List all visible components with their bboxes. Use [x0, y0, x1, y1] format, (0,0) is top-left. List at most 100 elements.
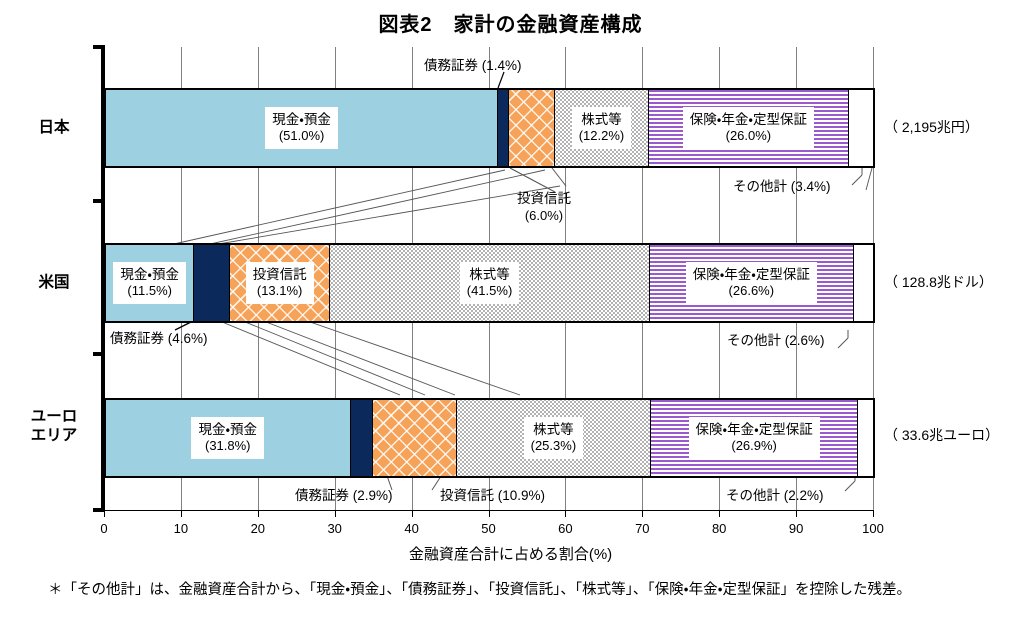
y-axis-tick: [93, 352, 105, 356]
segment-label: 現金・預金 (51.0%): [265, 107, 338, 149]
x-axis-tick: [334, 510, 336, 517]
segment-pct: (26.6%): [728, 283, 775, 299]
segment-pct: (12.2%): [578, 128, 625, 144]
x-tick-label: 0: [100, 521, 108, 536]
x-axis-tick: [411, 510, 413, 517]
segment-insurance-us: 保険・年金・定型保証 (26.6%): [649, 245, 855, 321]
callout-pct: (6.0%): [524, 207, 564, 223]
segment-label: 株式等 (25.3%): [523, 417, 584, 459]
callout-other-japan: その他計 (3.4%): [733, 179, 831, 194]
y-axis-tick: [93, 45, 105, 49]
segment-debt-japan: [498, 90, 509, 166]
y-axis-tick: [93, 508, 105, 512]
callout-fund-euro: 投資信託 (10.9%): [440, 488, 546, 503]
segment-equity-euro: 株式等 (25.3%): [456, 400, 652, 476]
x-tick-label: 20: [250, 521, 266, 536]
segment-pct: (11.5%): [127, 283, 172, 299]
segment-fund-us: 投資信託 (13.1%): [229, 245, 331, 321]
segment-pct: (25.3%): [530, 438, 577, 454]
x-axis-tick: [719, 510, 721, 517]
x-tick-label: 70: [635, 521, 650, 536]
page-title: 図表2 家計の金融資産構成: [378, 14, 643, 36]
category-label-euro: ユーロ エリア: [8, 407, 100, 446]
segment-pct: (26.9%): [731, 438, 777, 454]
x-tick-label: 30: [327, 521, 342, 536]
category-label-japan: 日本: [8, 118, 100, 137]
category-label-line1: 米国: [38, 274, 70, 291]
x-tick-label: 50: [481, 521, 496, 536]
total-label-euro: （ 33.6兆ユーロ）: [884, 427, 1000, 443]
segment-cash-japan: 現金・預金 (51.0%): [106, 90, 499, 166]
x-tick-label: 60: [558, 521, 573, 536]
segment-name: 投資信託: [252, 267, 307, 283]
segment-name: 現金・預金: [198, 422, 258, 438]
segment-debt-us: [194, 245, 230, 321]
segment-name: 株式等: [533, 422, 574, 438]
x-axis-tick: [180, 510, 182, 517]
segment-pct: (26.0%): [725, 128, 772, 144]
segment-name: 保険・年金・定型保証: [689, 112, 807, 128]
segment-insurance-japan: 保険・年金・定型保証 (26.0%): [648, 90, 849, 166]
segment-insurance-euro: 保険・年金・定型保証 (26.9%): [651, 400, 859, 476]
bar-euro: 現金・預金 (31.8%) 株式等 (25.3%) 保険・年金・定型保証 (26…: [104, 398, 875, 478]
category-label-line1: ユーロ: [30, 408, 78, 425]
segment-other-japan: [848, 90, 873, 166]
segment-name: 現金・預金: [272, 112, 331, 128]
segment-name: 保険・年金・定型保証: [692, 267, 810, 283]
callout-debt-us: 債務証券 (4.6%): [110, 331, 208, 346]
footnote: ＊「その他計」は、金融資産合計から、「現金・預金」、「債務証券」、「投資信託」、…: [48, 582, 912, 598]
bar-japan: 現金・預金 (51.0%) 株式等 (12.2%) 保険・年金・定型保証 (26…: [104, 88, 875, 168]
x-tick-label: 40: [404, 521, 419, 536]
x-tick-label: 80: [711, 521, 727, 536]
x-axis-title: 金融資産合計に占める割合(%): [408, 546, 613, 563]
callout-name: 投資信託: [517, 191, 571, 206]
segment-name: 株式等: [581, 112, 622, 128]
total-label-us: （ 128.8兆ドル）: [884, 274, 993, 290]
category-label-us: 米国: [8, 273, 100, 292]
segment-pct: (31.8%): [204, 438, 251, 454]
segment-pct: (13.1%): [256, 283, 303, 299]
x-axis-tick: [796, 510, 798, 517]
segment-name: 現金・預金: [120, 267, 179, 283]
x-axis-tick: [873, 510, 874, 517]
segment-pct: (41.5%): [466, 283, 513, 299]
x-axis-tick: [104, 510, 105, 517]
segment-name: 株式等: [469, 267, 510, 283]
category-label-line1: 日本: [38, 119, 70, 136]
segment-debt-euro: [350, 400, 373, 476]
segment-cash-us: 現金・預金 (11.5%): [106, 245, 195, 321]
callout-other-us: その他計 (2.6%): [727, 333, 825, 348]
total-label-japan: （ 2,195兆円）: [884, 119, 979, 135]
bar-us: 現金・預金 (11.5%) 投資信託 (13.1%) 株式等 (41.5%) 保…: [104, 243, 875, 323]
y-axis-line: [101, 45, 105, 512]
callout-other-euro: その他計 (2.2%): [726, 488, 824, 503]
category-label-line2: エリア: [30, 427, 78, 445]
x-axis-tick: [642, 510, 644, 517]
x-tick-label: 100: [862, 521, 884, 536]
callout-debt-euro: 債務証券 (2.9%): [295, 488, 393, 503]
x-axis-tick: [257, 510, 259, 517]
segment-label: 現金・預金 (31.8%): [191, 417, 265, 459]
segment-label: 投資信託 (13.1%): [245, 262, 314, 304]
segment-label: 保険・年金・定型保証 (26.6%): [685, 262, 817, 304]
segment-name: 保険・年金・定型保証: [695, 422, 813, 438]
x-axis-tick: [565, 510, 567, 517]
x-axis-line: [101, 510, 873, 511]
x-axis-tick: [488, 510, 490, 517]
x-tick-label: 10: [173, 521, 189, 536]
segment-label: 株式等 (41.5%): [459, 262, 520, 304]
segment-equity-us: 株式等 (41.5%): [330, 245, 650, 321]
segment-pct: (51.0%): [278, 128, 325, 144]
segment-fund-euro: [372, 400, 457, 476]
callout-fund-japan: 投資信託 (6.0%): [517, 190, 571, 224]
segment-fund-japan: [508, 90, 556, 166]
segment-other-euro: [858, 400, 873, 476]
segment-label: 保険・年金・定型保証 (26.9%): [688, 417, 820, 459]
segment-label: 株式等 (12.2%): [571, 107, 632, 149]
segment-cash-euro: 現金・預金 (31.8%): [106, 400, 351, 476]
y-axis-tick: [93, 199, 105, 203]
segment-label: 現金・預金 (11.5%): [113, 262, 186, 304]
segment-equity-japan: 株式等 (12.2%): [555, 90, 649, 166]
x-tick-label: 90: [788, 521, 804, 536]
